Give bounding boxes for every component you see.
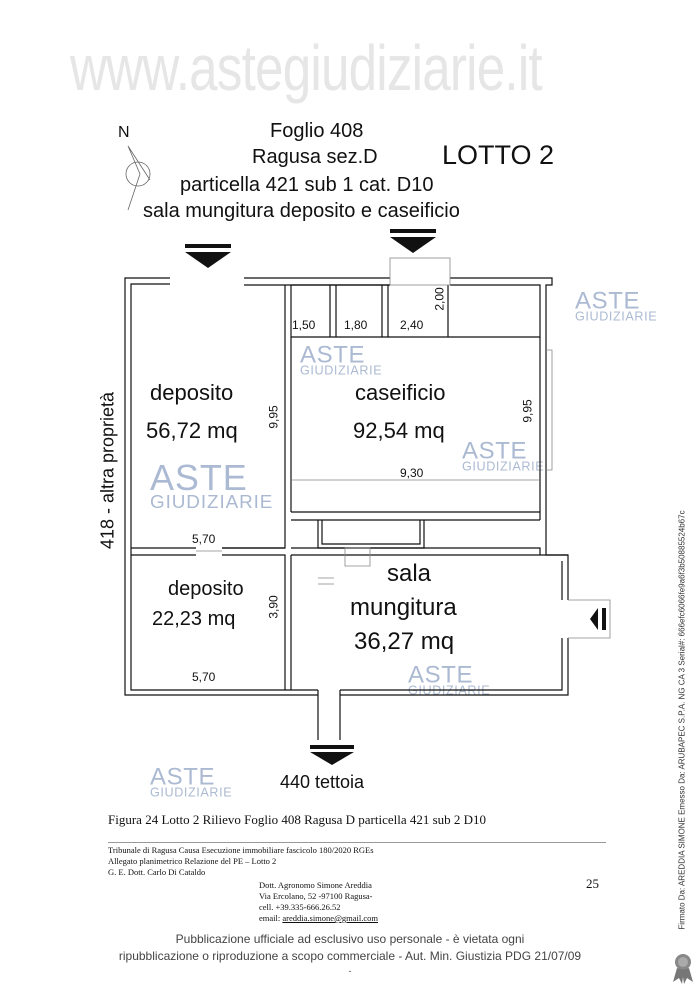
room-name: deposito xyxy=(150,380,234,405)
dimension: 9,30 xyxy=(400,466,424,480)
header-line1: Foglio 408 xyxy=(270,120,364,142)
footer-line: G. E. Dott. Carlo Di Cataldo xyxy=(108,867,206,877)
digital-signature: Firmato Da: AREDDIA SIMONE Emesso Da: AR… xyxy=(677,510,687,930)
email-link[interactable]: areddia.simone@gmail.com xyxy=(282,913,379,923)
entrance-arrow-icon xyxy=(185,229,606,765)
dimension: 3,90 xyxy=(266,595,281,619)
header-line3: particella 421 sub 1 cat. D10 xyxy=(180,174,434,196)
footer-line: Via Ercolano, 52 -97100 Ragusa- xyxy=(259,891,373,901)
header-line2: Ragusa sez.D xyxy=(252,146,378,168)
dimension: 5,70 xyxy=(192,670,216,684)
neighbour-label: 418 - altra proprietà xyxy=(97,391,118,550)
dimension: 2,00 xyxy=(432,287,447,311)
publication-notice: Pubblicazione ufficiale ad esclusivo uso… xyxy=(175,932,525,946)
dimension: 1,80 xyxy=(344,318,368,332)
compass-icon xyxy=(125,145,151,211)
dimension: 9,95 xyxy=(520,399,535,423)
dimension: 9,95 xyxy=(266,405,281,429)
dimension: 5,70 xyxy=(192,532,216,546)
room-area: 22,23 mq xyxy=(152,608,236,630)
page-number: 25 xyxy=(586,876,599,891)
footer-divider xyxy=(108,842,606,843)
lotto-title: LOTTO 2 xyxy=(442,140,555,170)
footer-line: Dott. Agronomo Simone Areddia xyxy=(259,880,372,890)
publication-notice: ripubblicazione o riproduzione a scopo c… xyxy=(118,949,582,963)
footer-left: Tribunale di Ragusa Causa Esecuzione imm… xyxy=(108,845,374,878)
room-name: caseificio xyxy=(355,380,446,405)
room-area: 56,72 mq xyxy=(146,418,238,443)
room-name: sala xyxy=(387,560,432,587)
figure-caption: Figura 24 Lotto 2 Rilievo Foglio 408 Rag… xyxy=(108,812,487,827)
dimension: 2,40 xyxy=(400,318,424,332)
url-watermark: www.astegiudiziarie.it xyxy=(70,32,543,104)
tettoia-label: 440 tettoia xyxy=(280,772,365,792)
email-label: email: xyxy=(259,913,283,923)
footer-line: Tribunale di Ragusa Causa Esecuzione imm… xyxy=(108,845,374,855)
footer-line: cell. +39.335-666.26.52 xyxy=(259,902,341,912)
room-name: mungitura xyxy=(350,594,457,621)
dash: - xyxy=(348,966,352,976)
room-name: deposito xyxy=(168,578,244,600)
dimension: 1,50 xyxy=(292,318,316,332)
north-label: N xyxy=(118,124,130,141)
footer-line: Allegato planimetrico Relazione del PE –… xyxy=(108,856,277,866)
room-area: 92,54 mq xyxy=(353,418,445,443)
header-line4: sala mungitura deposito e caseificio xyxy=(143,200,460,222)
room-area: 36,27 mq xyxy=(354,628,455,655)
footer-author: Dott. Agronomo Simone Areddia Via Ercola… xyxy=(259,880,378,924)
